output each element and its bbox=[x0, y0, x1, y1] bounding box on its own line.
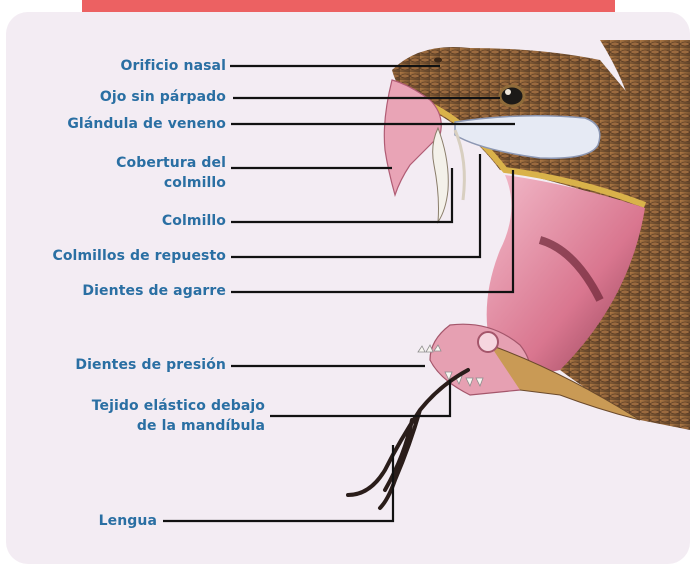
label-ojo-sin-parpado: Ojo sin párpado bbox=[60, 88, 226, 107]
label-tejido-line2: de la mandíbula bbox=[30, 417, 265, 436]
label-lengua: Lengua bbox=[60, 512, 157, 531]
fang bbox=[433, 128, 449, 222]
label-colmillo: Colmillo bbox=[60, 212, 226, 231]
label-cobertura-line2: colmillo bbox=[60, 174, 226, 193]
label-dientes-de-agarre: Dientes de agarre bbox=[30, 282, 226, 301]
eye bbox=[500, 86, 524, 106]
label-tejido-line1: Tejido elástico debajo bbox=[30, 397, 265, 416]
label-cobertura-line1: Cobertura del bbox=[60, 154, 226, 173]
label-orificio-nasal: Orificio nasal bbox=[60, 57, 226, 76]
venom-gland bbox=[455, 116, 600, 158]
label-glandula-de-veneno: Glándula de veneno bbox=[20, 115, 226, 134]
label-colmillos-de-repuesto: Colmillos de repuesto bbox=[6, 247, 226, 266]
label-dientes-de-presion: Dientes de presión bbox=[30, 356, 226, 375]
leader-lengua bbox=[163, 445, 393, 521]
leader-colmillo bbox=[231, 168, 452, 222]
leader-agarre bbox=[231, 170, 513, 292]
leader-tejido bbox=[270, 380, 450, 416]
